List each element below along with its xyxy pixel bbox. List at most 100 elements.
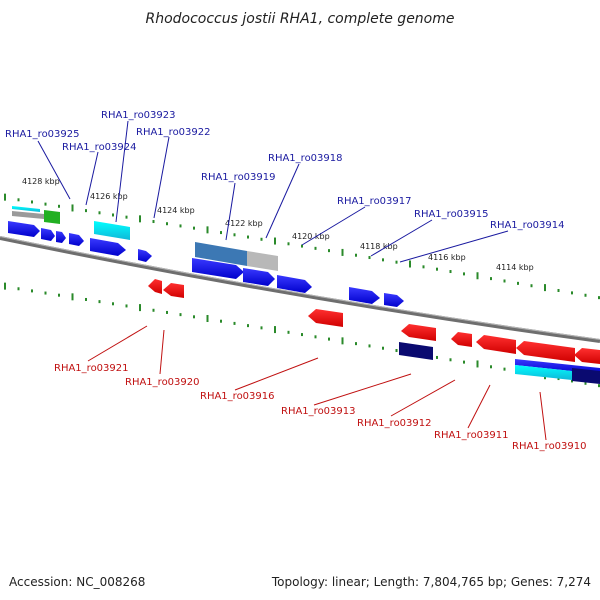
gene-arrow-forward[interactable] — [138, 249, 152, 262]
leader-line — [225, 182, 236, 241]
gene-label-bottom[interactable]: RHA1_ro03912 — [357, 418, 432, 429]
scale-tick — [125, 304, 128, 308]
gene-arrow-reverse[interactable] — [572, 368, 600, 384]
scale-tick — [274, 237, 276, 245]
scale-tick — [274, 326, 276, 334]
gene-label-bottom[interactable]: RHA1_ro03921 — [54, 363, 129, 374]
scale-tick — [112, 302, 114, 306]
gene-arrow-reverse[interactable] — [515, 365, 572, 380]
scale-tick — [557, 288, 560, 292]
scale-tick — [409, 260, 411, 268]
gene-arrow-forward[interactable] — [12, 211, 44, 219]
gene-arrow-forward[interactable] — [192, 258, 244, 279]
scale-tick — [314, 335, 317, 339]
scale-tick — [490, 277, 492, 281]
scale-tick — [301, 333, 303, 337]
leader-line — [159, 329, 165, 375]
gene-label-top[interactable]: RHA1_ro03922 — [136, 127, 211, 138]
scale-tick — [193, 226, 195, 230]
scale-tick — [301, 244, 303, 248]
scale-tick — [139, 215, 141, 223]
gene-arrow-forward[interactable] — [69, 233, 84, 246]
scale-tick — [341, 337, 344, 345]
scale-tick — [125, 215, 128, 219]
gene-arrow-reverse[interactable] — [451, 332, 472, 347]
scale-tick — [4, 193, 6, 201]
gene-arrow-reverse[interactable] — [574, 348, 600, 364]
scale-tick — [166, 222, 168, 226]
scale-tick — [85, 297, 87, 301]
gene-label-top[interactable]: RHA1_ro03915 — [414, 209, 489, 220]
top-scale-dots — [4, 193, 600, 300]
scale-tick — [368, 256, 371, 260]
gene-label-bottom[interactable]: RHA1_ro03910 — [512, 441, 587, 452]
kbp-label: 4120 kbp — [292, 232, 330, 241]
scale-tick — [598, 296, 600, 300]
gene-arrow-forward[interactable] — [94, 221, 130, 240]
gene-label-top[interactable]: RHA1_ro03914 — [490, 220, 565, 231]
gene-label-bottom[interactable]: RHA1_ro03911 — [434, 430, 509, 441]
scale-tick — [17, 198, 20, 202]
gene-label-top[interactable]: RHA1_ro03917 — [337, 196, 412, 207]
scale-tick — [571, 291, 573, 295]
gene-arrow-reverse[interactable] — [399, 342, 433, 360]
gene-arrow-reverse[interactable] — [163, 283, 184, 298]
scale-tick — [449, 358, 452, 362]
scale-tick — [368, 344, 371, 348]
scale-tick — [233, 321, 236, 325]
leader-line — [265, 163, 300, 239]
scale-tick — [31, 200, 33, 204]
gene-label-top[interactable]: RHA1_ro03924 — [62, 142, 137, 153]
gene-arrow-reverse[interactable] — [148, 279, 162, 294]
gene-label-bottom[interactable]: RHA1_ro03913 — [281, 406, 356, 417]
gene-label-bottom[interactable]: RHA1_ro03920 — [125, 377, 200, 388]
scale-tick — [463, 360, 465, 364]
scale-tick — [355, 342, 357, 346]
gene-arrow-forward[interactable] — [44, 210, 60, 224]
gene-arrow-reverse[interactable] — [516, 341, 575, 362]
scale-tick — [463, 272, 465, 276]
gene-label-top[interactable]: RHA1_ro03923 — [101, 110, 176, 121]
gene-label-bottom[interactable]: RHA1_ro03916 — [200, 391, 275, 402]
gene-arrow-forward[interactable] — [384, 293, 404, 307]
gene-arrow-forward[interactable] — [56, 231, 66, 243]
genome-summary-text: Topology: linear; Length: 7,804,765 bp; … — [271, 575, 591, 589]
bottom-gene-labels: RHA1_ro03921 RHA1_ro03920 RHA1_ro03916 R… — [54, 325, 587, 452]
scale-tick — [395, 260, 398, 264]
scale-tick — [287, 242, 290, 246]
scale-tick — [220, 319, 222, 323]
scale-tick — [4, 282, 6, 290]
gene-arrow-forward[interactable] — [195, 242, 247, 266]
gene-arrow-forward[interactable] — [8, 221, 40, 237]
gene-arrow-forward[interactable] — [277, 275, 312, 293]
bottom-strand-genes — [148, 279, 600, 384]
gene-arrow-forward[interactable] — [349, 287, 380, 304]
scale-tick — [31, 289, 33, 293]
scale-tick — [233, 233, 236, 237]
gene-arrow-forward[interactable] — [90, 238, 126, 256]
gene-label-top[interactable]: RHA1_ro03925 — [5, 129, 80, 140]
leader-line — [390, 379, 456, 417]
scale-tick — [58, 293, 60, 297]
top-gene-labels: RHA1_ro03925 RHA1_ro03924 RHA1_ro03923 R… — [5, 110, 565, 263]
chromosome-backbone — [0, 236, 600, 343]
gene-arrow-forward[interactable] — [243, 268, 275, 286]
gene-arrow-reverse[interactable] — [401, 324, 436, 341]
gene-arrow-forward[interactable] — [41, 228, 55, 241]
scale-tick — [503, 367, 506, 371]
gene-arrow-forward[interactable] — [12, 206, 40, 212]
scale-tick — [436, 267, 438, 271]
scale-tick — [395, 349, 398, 353]
scale-tick — [179, 224, 182, 228]
gene-label-top[interactable]: RHA1_ro03918 — [268, 153, 343, 164]
scale-tick — [598, 384, 600, 388]
scale-tick — [17, 287, 20, 291]
scale-tick — [260, 237, 263, 241]
gene-arrow-reverse[interactable] — [476, 335, 516, 354]
scale-tick — [328, 337, 330, 341]
scale-tick — [193, 315, 195, 319]
gene-arrow-forward[interactable] — [247, 251, 278, 271]
gene-arrow-reverse[interactable] — [308, 309, 343, 327]
gene-label-top[interactable]: RHA1_ro03919 — [201, 172, 276, 183]
